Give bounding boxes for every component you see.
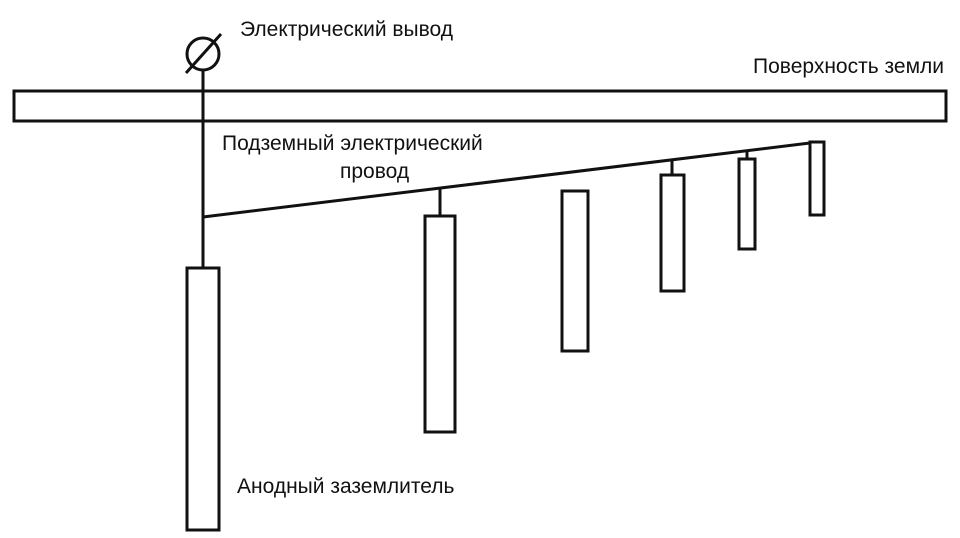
anode-electrode-2 — [423, 188, 457, 434]
anode-electrode-6 — [808, 140, 826, 217]
anode-electrode-4 — [659, 160, 686, 293]
electrical-terminal-icon — [184, 32, 223, 75]
label-electrical-terminal: Электрический вывод — [240, 18, 453, 41]
ground-surface-band — [12, 89, 948, 123]
anode-electrode-3 — [560, 189, 590, 353]
anode-electrode-5 — [737, 151, 757, 251]
label-underground-wire-line1: Подземный электрический — [222, 132, 483, 155]
anode-electrode-main — [185, 266, 221, 532]
underground-wire — [202, 140, 819, 219]
label-ground-surface: Поверхность земли — [753, 55, 944, 78]
label-underground-wire-line2: провод — [340, 160, 409, 183]
label-anode-ground: Анодный заземлитель — [237, 475, 455, 498]
